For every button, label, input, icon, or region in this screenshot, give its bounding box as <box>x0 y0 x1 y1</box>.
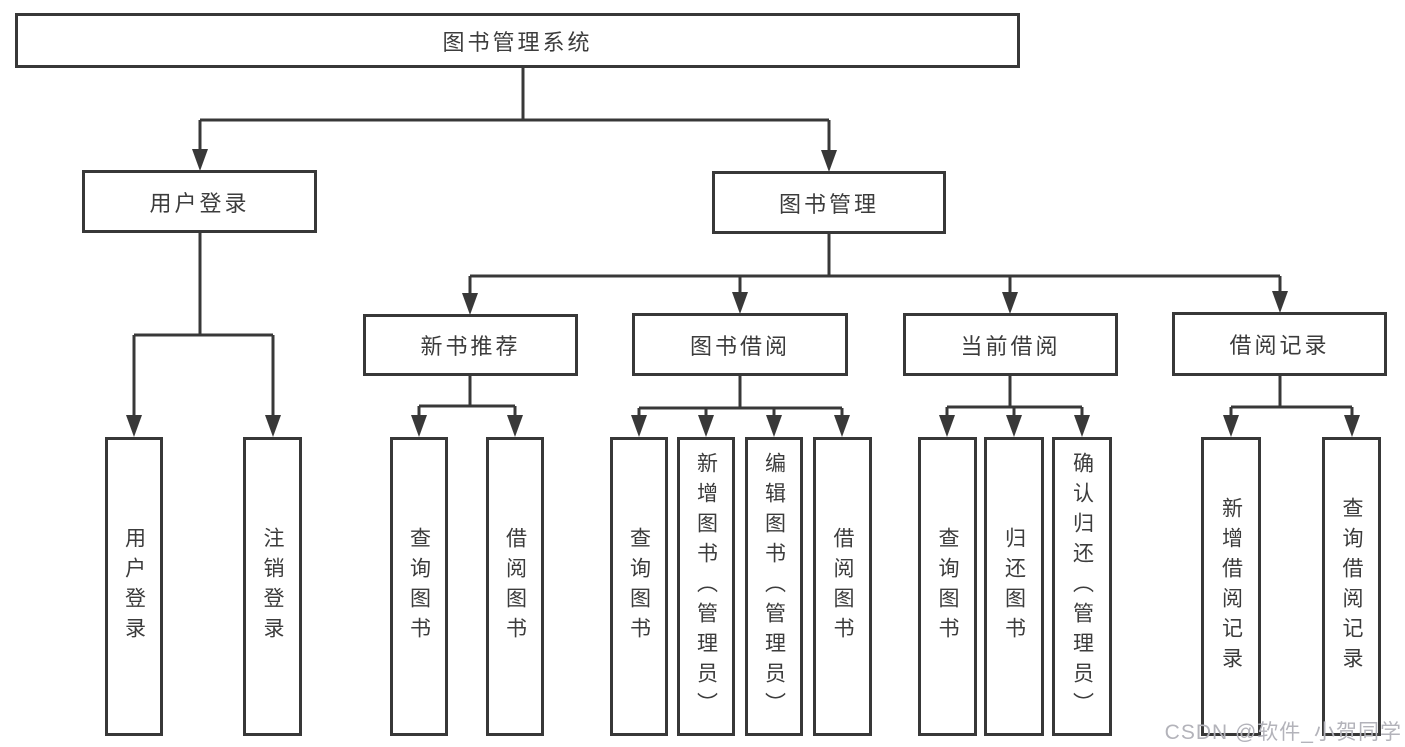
leaf-label: 编辑图书（管理员） <box>762 451 786 722</box>
leaf-confirm-return-admin: 确认归还（管理员） <box>1052 437 1112 736</box>
node-user-login: 用户登录 <box>82 170 317 233</box>
leaf-user-login: 用户登录 <box>105 437 163 736</box>
leaf-label: 确认归还（管理员） <box>1070 451 1094 722</box>
leaf-borrow-books-1: 借阅图书 <box>486 437 544 736</box>
leaf-add-borrow-record: 新增借阅记录 <box>1201 437 1261 736</box>
leaf-borrow-books-2: 借阅图书 <box>813 437 872 736</box>
leaf-label: 注销登录 <box>261 526 284 647</box>
node-root-library-system: 图书管理系统 <box>15 13 1020 68</box>
node-new-book-recommend: 新书推荐 <box>363 314 578 376</box>
node-book-management: 图书管理 <box>712 171 946 234</box>
leaf-label: 查询图书 <box>936 526 959 647</box>
leaf-label: 用户登录 <box>122 526 146 647</box>
leaf-logout: 注销登录 <box>243 437 302 736</box>
leaf-label: 归还图书 <box>1002 526 1026 647</box>
leaf-label: 借阅图书 <box>831 526 854 647</box>
leaf-query-borrow-record: 查询借阅记录 <box>1322 437 1381 736</box>
leaf-query-books-2: 查询图书 <box>610 437 668 736</box>
csdn-watermark: CSDN @软件_小贺同学 <box>1164 721 1402 744</box>
leaf-query-books-3: 查询图书 <box>918 437 977 736</box>
leaf-label: 新增图书（管理员） <box>694 451 718 722</box>
leaf-query-books-1: 查询图书 <box>390 437 448 736</box>
leaf-label: 新增借阅记录 <box>1219 496 1243 677</box>
leaf-label: 查询图书 <box>627 526 651 647</box>
leaf-label: 查询借阅记录 <box>1340 496 1363 677</box>
leaf-add-books-admin: 新增图书（管理员） <box>677 437 735 736</box>
leaf-edit-books-admin: 编辑图书（管理员） <box>745 437 803 736</box>
leaf-return-books: 归还图书 <box>984 437 1044 736</box>
leaf-label: 借阅图书 <box>503 526 527 647</box>
node-current-borrow: 当前借阅 <box>903 313 1118 376</box>
leaf-label: 查询图书 <box>407 526 431 647</box>
node-borrow-records: 借阅记录 <box>1172 312 1387 376</box>
node-book-borrow: 图书借阅 <box>632 313 848 376</box>
